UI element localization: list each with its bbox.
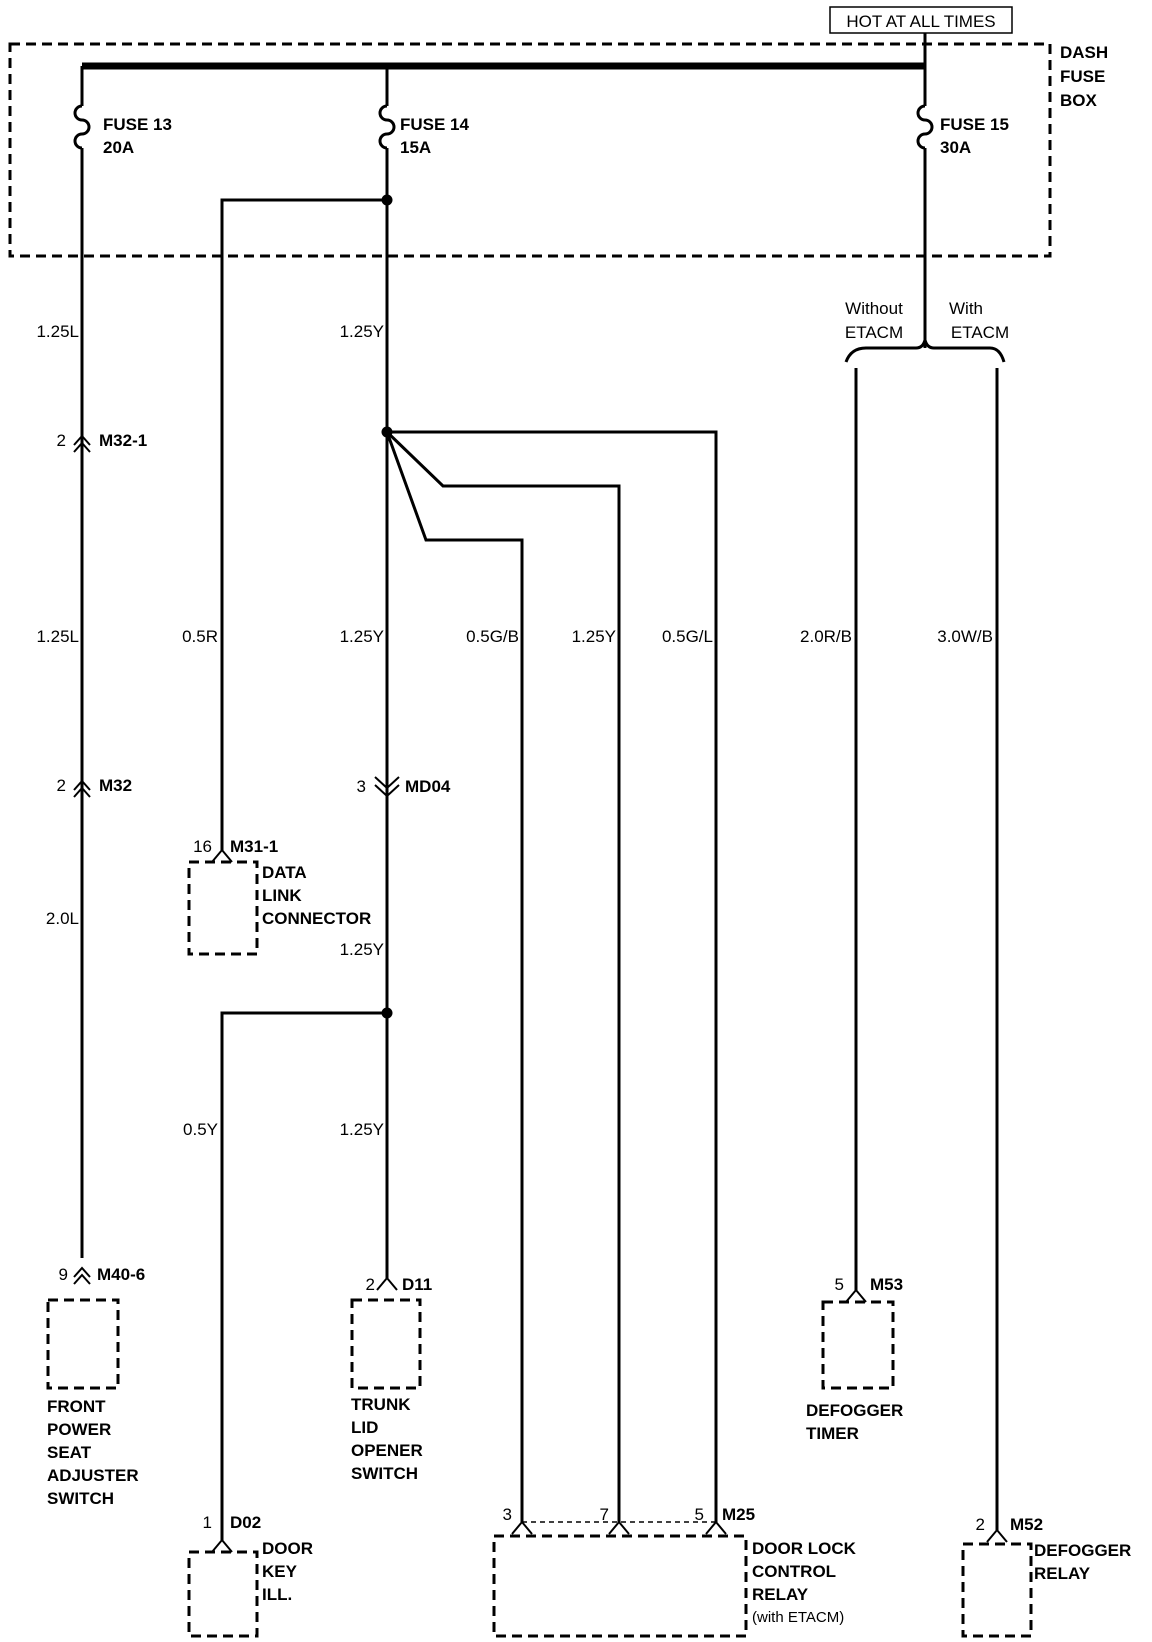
seat-label-5: SWITCH — [47, 1489, 114, 1508]
dlc-label-2: LINK — [262, 886, 302, 905]
wire-label-fuse14-mid: 1.25Y — [340, 627, 384, 646]
connector-m32-pin: 2 — [57, 776, 66, 795]
trunk-lid-opener-switch: 2 D11 TRUNK LID OPENER SWITCH — [350, 1275, 432, 1483]
seat-label-3: SEAT — [47, 1443, 92, 1462]
seat-label-4: ADJUSTER — [47, 1466, 139, 1485]
connector-m32-1: 2 M32-1 — [57, 431, 147, 453]
door-key-label-2: KEY — [262, 1562, 298, 1581]
seat-adjuster-switch: FRONT POWER SEAT ADJUSTER SWITCH — [46, 1298, 139, 1508]
door-key-label-1: DOOR — [262, 1539, 313, 1558]
trunk-label-3: OPENER — [351, 1441, 423, 1460]
fuse-13: FUSE 13 20A — [73, 66, 172, 1258]
seat-label-1: FRONT — [47, 1397, 106, 1416]
connector-m32-name: M32 — [99, 776, 132, 795]
relay-label-4: (with ETACM) — [752, 1609, 844, 1626]
wire-label-door-key: 0.5Y — [183, 1120, 218, 1139]
m25-pin-3: 3 — [503, 1505, 512, 1524]
connector-m40-6: 9 M40-6 — [59, 1265, 145, 1285]
door-key-illumination: 1 D02 DOOR KEY ILL. — [187, 1513, 313, 1638]
d02-name: D02 — [230, 1513, 261, 1532]
wire-label-defog-timer: 2.0R/B — [800, 627, 852, 646]
connector-m32-1-name: M32-1 — [99, 431, 147, 450]
defog-relay-label-1: DEFOGGER — [1034, 1541, 1131, 1560]
fuse-14-name: FUSE 14 — [400, 115, 470, 134]
wire-label-fuse13-top: 1.25L — [36, 322, 79, 341]
relay-label-1: DOOR LOCK — [752, 1539, 857, 1558]
m53-pin: 5 — [835, 1275, 844, 1294]
fuse-box-label-3: BOX — [1060, 91, 1098, 110]
without-etacm-2: ETACM — [845, 323, 903, 342]
m31-1-name: M31-1 — [230, 837, 278, 856]
wire-relay-pin7 — [385, 430, 621, 1522]
m25-name: M25 — [722, 1505, 755, 1524]
etacm-branch-brace — [844, 339, 1006, 363]
wire-label-relay-pin7: 1.25Y — [572, 627, 616, 646]
door-key-label-3: ILL. — [262, 1585, 292, 1604]
defogger-timer: 5 M53 DEFOGGER TIMER — [806, 1275, 903, 1443]
wire-label-fuse14-top: 1.25Y — [340, 322, 384, 341]
connector-md04-pin: 3 — [357, 777, 366, 796]
m53-name: M53 — [870, 1275, 903, 1294]
with-etacm-2: ETACM — [951, 323, 1009, 342]
data-link-connector: 16 M31-1 DATA LINK CONNECTOR — [187, 837, 371, 956]
wire-to-door-key — [220, 1011, 387, 1540]
wire-to-data-link — [220, 198, 387, 850]
timer-label-1: DEFOGGER — [806, 1401, 903, 1420]
without-etacm-1: Without — [845, 299, 903, 318]
wire-relay-pin3 — [385, 431, 524, 1522]
hot-label-box — [829, 6, 1013, 34]
door-lock-control-relay: 3 7 5 M25 DOOR LOCK CONTROL RELAY (with … — [492, 1505, 857, 1638]
timer-label-2: TIMER — [806, 1424, 859, 1443]
hot-label: HOT AT ALL TIMES — [846, 12, 995, 31]
m31-1-pin: 16 — [193, 837, 212, 856]
wire-label-fuse13-low: 2.0L — [46, 909, 79, 928]
dlc-label-1: DATA — [262, 863, 307, 882]
fuse-box-label-2: FUSE — [1060, 67, 1105, 86]
connector-md04-name: MD04 — [405, 777, 451, 796]
wire-label-trunk: 1.25Y — [340, 1120, 384, 1139]
trunk-label-1: TRUNK — [351, 1395, 411, 1414]
d11-name: D11 — [402, 1275, 432, 1294]
dash-fuse-box-outline — [8, 42, 1052, 258]
fuse-14: FUSE 14 15A — [378, 66, 470, 1278]
wire-label-fuse13-mid: 1.25L — [36, 627, 79, 646]
connector-md04: 3 MD04 — [357, 776, 451, 798]
fuse-box-label-1: DASH — [1060, 43, 1108, 62]
fuse-13-rating: 20A — [103, 138, 134, 157]
wire-label-relay-pin3: 0.5G/B — [466, 627, 519, 646]
wire-label-dlc: 0.5R — [182, 627, 218, 646]
connector-m40-6-name: M40-6 — [97, 1265, 145, 1284]
m25-pin-5: 5 — [695, 1505, 704, 1524]
with-etacm-1: With — [949, 299, 983, 318]
fuse-15-rating: 30A — [940, 138, 971, 157]
m52-name: M52 — [1010, 1515, 1043, 1534]
connector-m40-6-pin: 9 — [59, 1265, 68, 1284]
wire-relay-pin5 — [387, 430, 718, 1522]
fuse-14-rating: 15A — [400, 138, 431, 157]
connector-m32: 2 M32 — [57, 776, 132, 798]
d11-pin: 2 — [366, 1275, 375, 1294]
relay-label-3: RELAY — [752, 1585, 809, 1604]
defogger-relay: 2 M52 DEFOGGER RELAY — [961, 1515, 1131, 1638]
wire-label-relay-pin5: 0.5G/L — [662, 627, 713, 646]
wire-label-fuse14-below-md04: 1.25Y — [340, 940, 384, 959]
wire-label-defog-relay: 3.0W/B — [937, 627, 993, 646]
trunk-label-4: SWITCH — [351, 1464, 418, 1483]
relay-label-2: CONTROL — [752, 1562, 836, 1581]
m25-pin-7: 7 — [600, 1505, 609, 1524]
trunk-label-2: LID — [351, 1418, 378, 1437]
fuse-13-name: FUSE 13 — [103, 115, 172, 134]
d02-pin: 1 — [203, 1513, 212, 1532]
m52-pin: 2 — [976, 1515, 985, 1534]
dlc-label-3: CONNECTOR — [262, 909, 371, 928]
fuse-15-name: FUSE 15 — [940, 115, 1009, 134]
connector-m32-1-pin: 2 — [57, 431, 66, 450]
defog-relay-label-2: RELAY — [1034, 1564, 1091, 1583]
fuse-15: FUSE 15 30A — [916, 66, 1009, 348]
seat-label-2: POWER — [47, 1420, 111, 1439]
